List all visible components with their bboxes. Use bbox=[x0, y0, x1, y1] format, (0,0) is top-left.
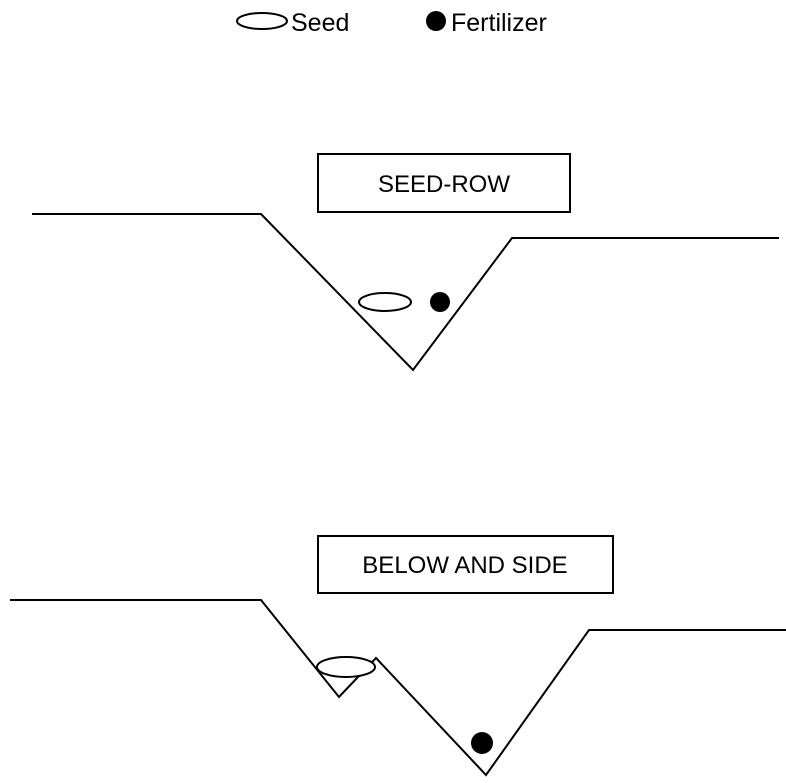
seed-row-fertilizer-icon bbox=[430, 292, 450, 312]
below-and-side-diagram: BELOW AND SIDE bbox=[10, 535, 786, 777]
legend-fertilizer-icon bbox=[426, 11, 446, 31]
below-and-side-title: BELOW AND SIDE bbox=[362, 552, 567, 579]
below-and-side-seed-icon bbox=[316, 656, 376, 678]
legend-seed-label: Seed bbox=[291, 9, 349, 37]
seed-row-furrow-line bbox=[32, 213, 779, 372]
below-and-side-title-box bbox=[317, 535, 614, 594]
seed-row-title: SEED-ROW bbox=[378, 171, 510, 198]
seed-row-title-box bbox=[317, 153, 571, 213]
below-and-side-fertilizer-icon bbox=[471, 732, 493, 754]
seed-row-diagram: SEED-ROW bbox=[32, 153, 779, 372]
legend-seed-icon bbox=[236, 12, 288, 30]
legend-fertilizer-label: Fertilizer bbox=[451, 9, 547, 37]
below-and-side-furrow-line bbox=[10, 599, 786, 777]
legend: Seed Fertilizer bbox=[236, 9, 547, 37]
seed-row-seed-icon bbox=[358, 292, 412, 312]
